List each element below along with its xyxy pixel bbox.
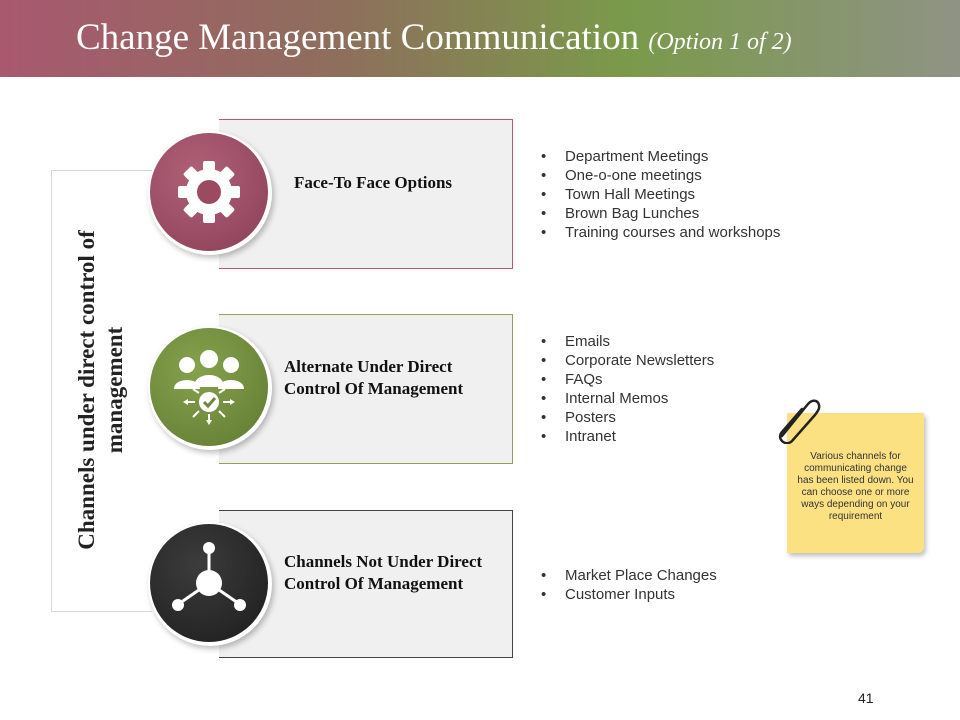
list-item: Internal Memos [541,389,714,408]
header-banner: Change Management Communication (Option … [0,0,960,77]
gear-icon [150,133,268,251]
list-item: Department Meetings [541,147,780,166]
team-icon [150,328,268,446]
page-number: 41 [858,690,874,706]
side-label-frame [51,170,152,612]
network-icon [150,524,268,642]
title-subtitle: (Option 1 of 2) [648,29,792,55]
list-item: FAQs [541,370,714,389]
bullet-list-face-to-face: Department Meetings One-o-one meetings T… [541,147,780,242]
bullet-list-alternate: Emails Corporate Newsletters FAQs Intern… [541,332,714,446]
list-item: Town Hall Meetings [541,185,780,204]
section-label: Face-To Face Options [294,173,453,192]
section-label: Alternate Under Direct Control Of Manage… [284,357,464,398]
title-main: Change Management Communication [76,17,640,58]
bullet-list-not-under-control: Market Place Changes Customer Inputs [541,566,717,604]
section-label: Channels Not Under Direct Control Of Man… [284,552,483,593]
list-item: Customer Inputs [541,585,717,604]
note-text: Various channels for communicating chang… [797,451,914,522]
list-item: One-o-one meetings [541,166,780,185]
list-item: Brown Bag Lunches [541,204,780,223]
list-item: Intranet [541,427,714,446]
section-icon-frame [148,522,272,646]
list-item: Market Place Changes [541,566,717,585]
list-item: Corporate Newsletters [541,351,714,370]
side-label: Channels under direct control of managem… [74,230,127,550]
section-icon-frame [148,131,272,255]
paperclip-icon [778,399,821,444]
section-icon-frame [148,326,272,450]
sticky-note: Various channels for communicating chang… [787,413,924,553]
list-item: Emails [541,332,714,351]
list-item: Training courses and workshops [541,223,780,242]
list-item: Posters [541,408,714,427]
page-title: Change Management Communication (Option … [76,16,792,59]
